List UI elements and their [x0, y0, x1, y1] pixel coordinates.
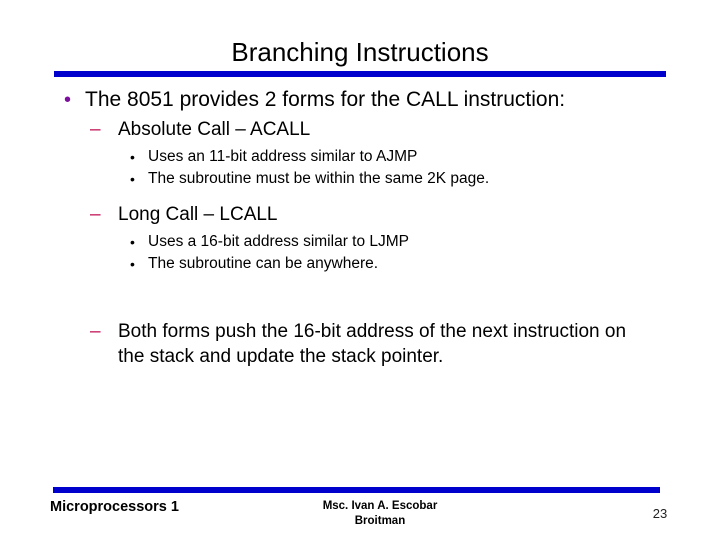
bullet-dash-icon: – — [90, 321, 101, 342]
bullet-item-lcall-address: • Uses a 16-bit address similar to LJMP — [0, 231, 648, 253]
bullet-text: The subroutine must be within the same 2… — [148, 170, 490, 187]
footer-author-line2: Broitman — [354, 515, 406, 527]
bullet-text: The subroutine can be anywhere. — [148, 255, 379, 272]
slide-body: • The 8051 provides 2 forms for the CALL… — [0, 86, 720, 476]
footer-course-label: Microprocessors 1 — [50, 499, 179, 515]
bullet-dash-icon: – — [90, 119, 101, 140]
bullet-item-long-call: – Long Call – LCALL — [0, 202, 648, 227]
bullet-text: Absolute Call – ACALL — [118, 119, 311, 140]
bullet-dot-icon: • — [130, 256, 135, 272]
title-divider-rule — [54, 71, 666, 77]
spacer — [0, 275, 720, 319]
bullet-item-lcall-anywhere: • The subroutine can be anywhere. — [0, 253, 648, 275]
bullet-item-both-forms: – Both forms push the 16-bit address of … — [0, 319, 648, 369]
bullet-dash-icon: – — [90, 204, 101, 225]
footer-divider-rule — [53, 487, 660, 493]
bullet-item-acall-address: • Uses an 11-bit address similar to AJMP — [0, 146, 648, 168]
bullet-text: Long Call – LCALL — [118, 204, 278, 225]
slide-page-number: 23 — [652, 506, 668, 521]
bullet-text: Both forms push the 16-bit address of th… — [118, 321, 627, 367]
bullet-dot-icon: • — [130, 171, 135, 187]
bullet-dot-icon: • — [64, 89, 72, 111]
bullet-item-call-forms: • The 8051 provides 2 forms for the CALL… — [0, 86, 645, 113]
bullet-dot-icon: • — [130, 234, 135, 250]
bullet-dot-icon: • — [130, 149, 135, 165]
page-title: Branching Instructions — [231, 37, 489, 67]
bullet-item-absolute-call: – Absolute Call – ACALL — [0, 117, 648, 142]
bullet-text: The 8051 provides 2 forms for the CALL i… — [85, 88, 566, 111]
spacer — [0, 190, 720, 202]
footer-author-line1: Msc. Ivan A. Escobar — [322, 500, 438, 512]
footer-author: Msc. Ivan A. Escobar Broitman — [255, 499, 505, 529]
bullet-item-acall-page: • The subroutine must be within the same… — [0, 168, 648, 190]
bullet-text: Uses a 16-bit address similar to LJMP — [148, 233, 410, 250]
bullet-text: Uses an 11-bit address similar to AJMP — [148, 148, 418, 165]
